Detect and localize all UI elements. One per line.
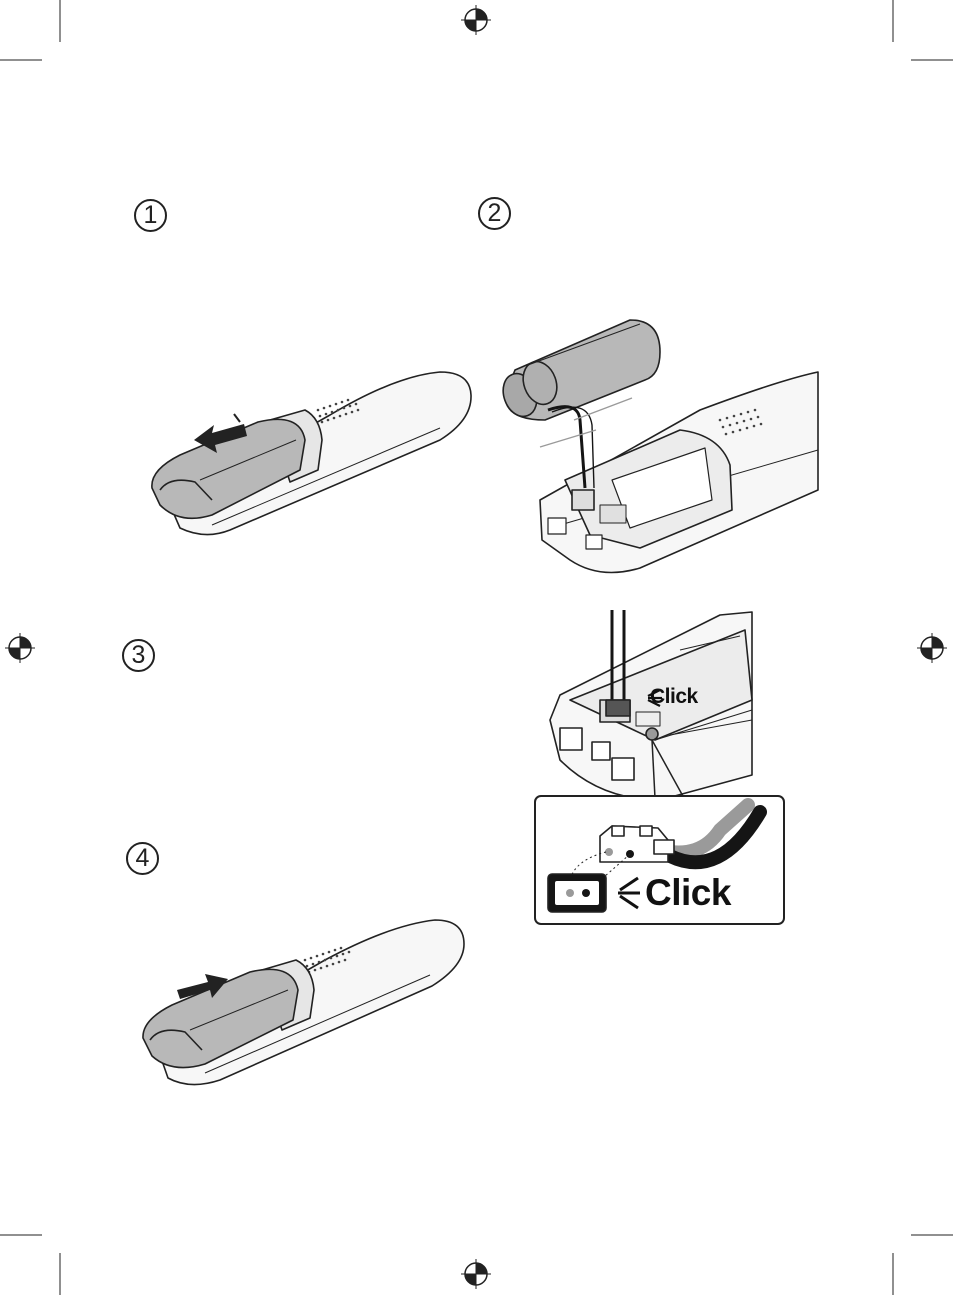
step-4-illustration <box>0 0 953 1295</box>
instruction-page: 1 2 3 4 <box>0 0 953 1295</box>
